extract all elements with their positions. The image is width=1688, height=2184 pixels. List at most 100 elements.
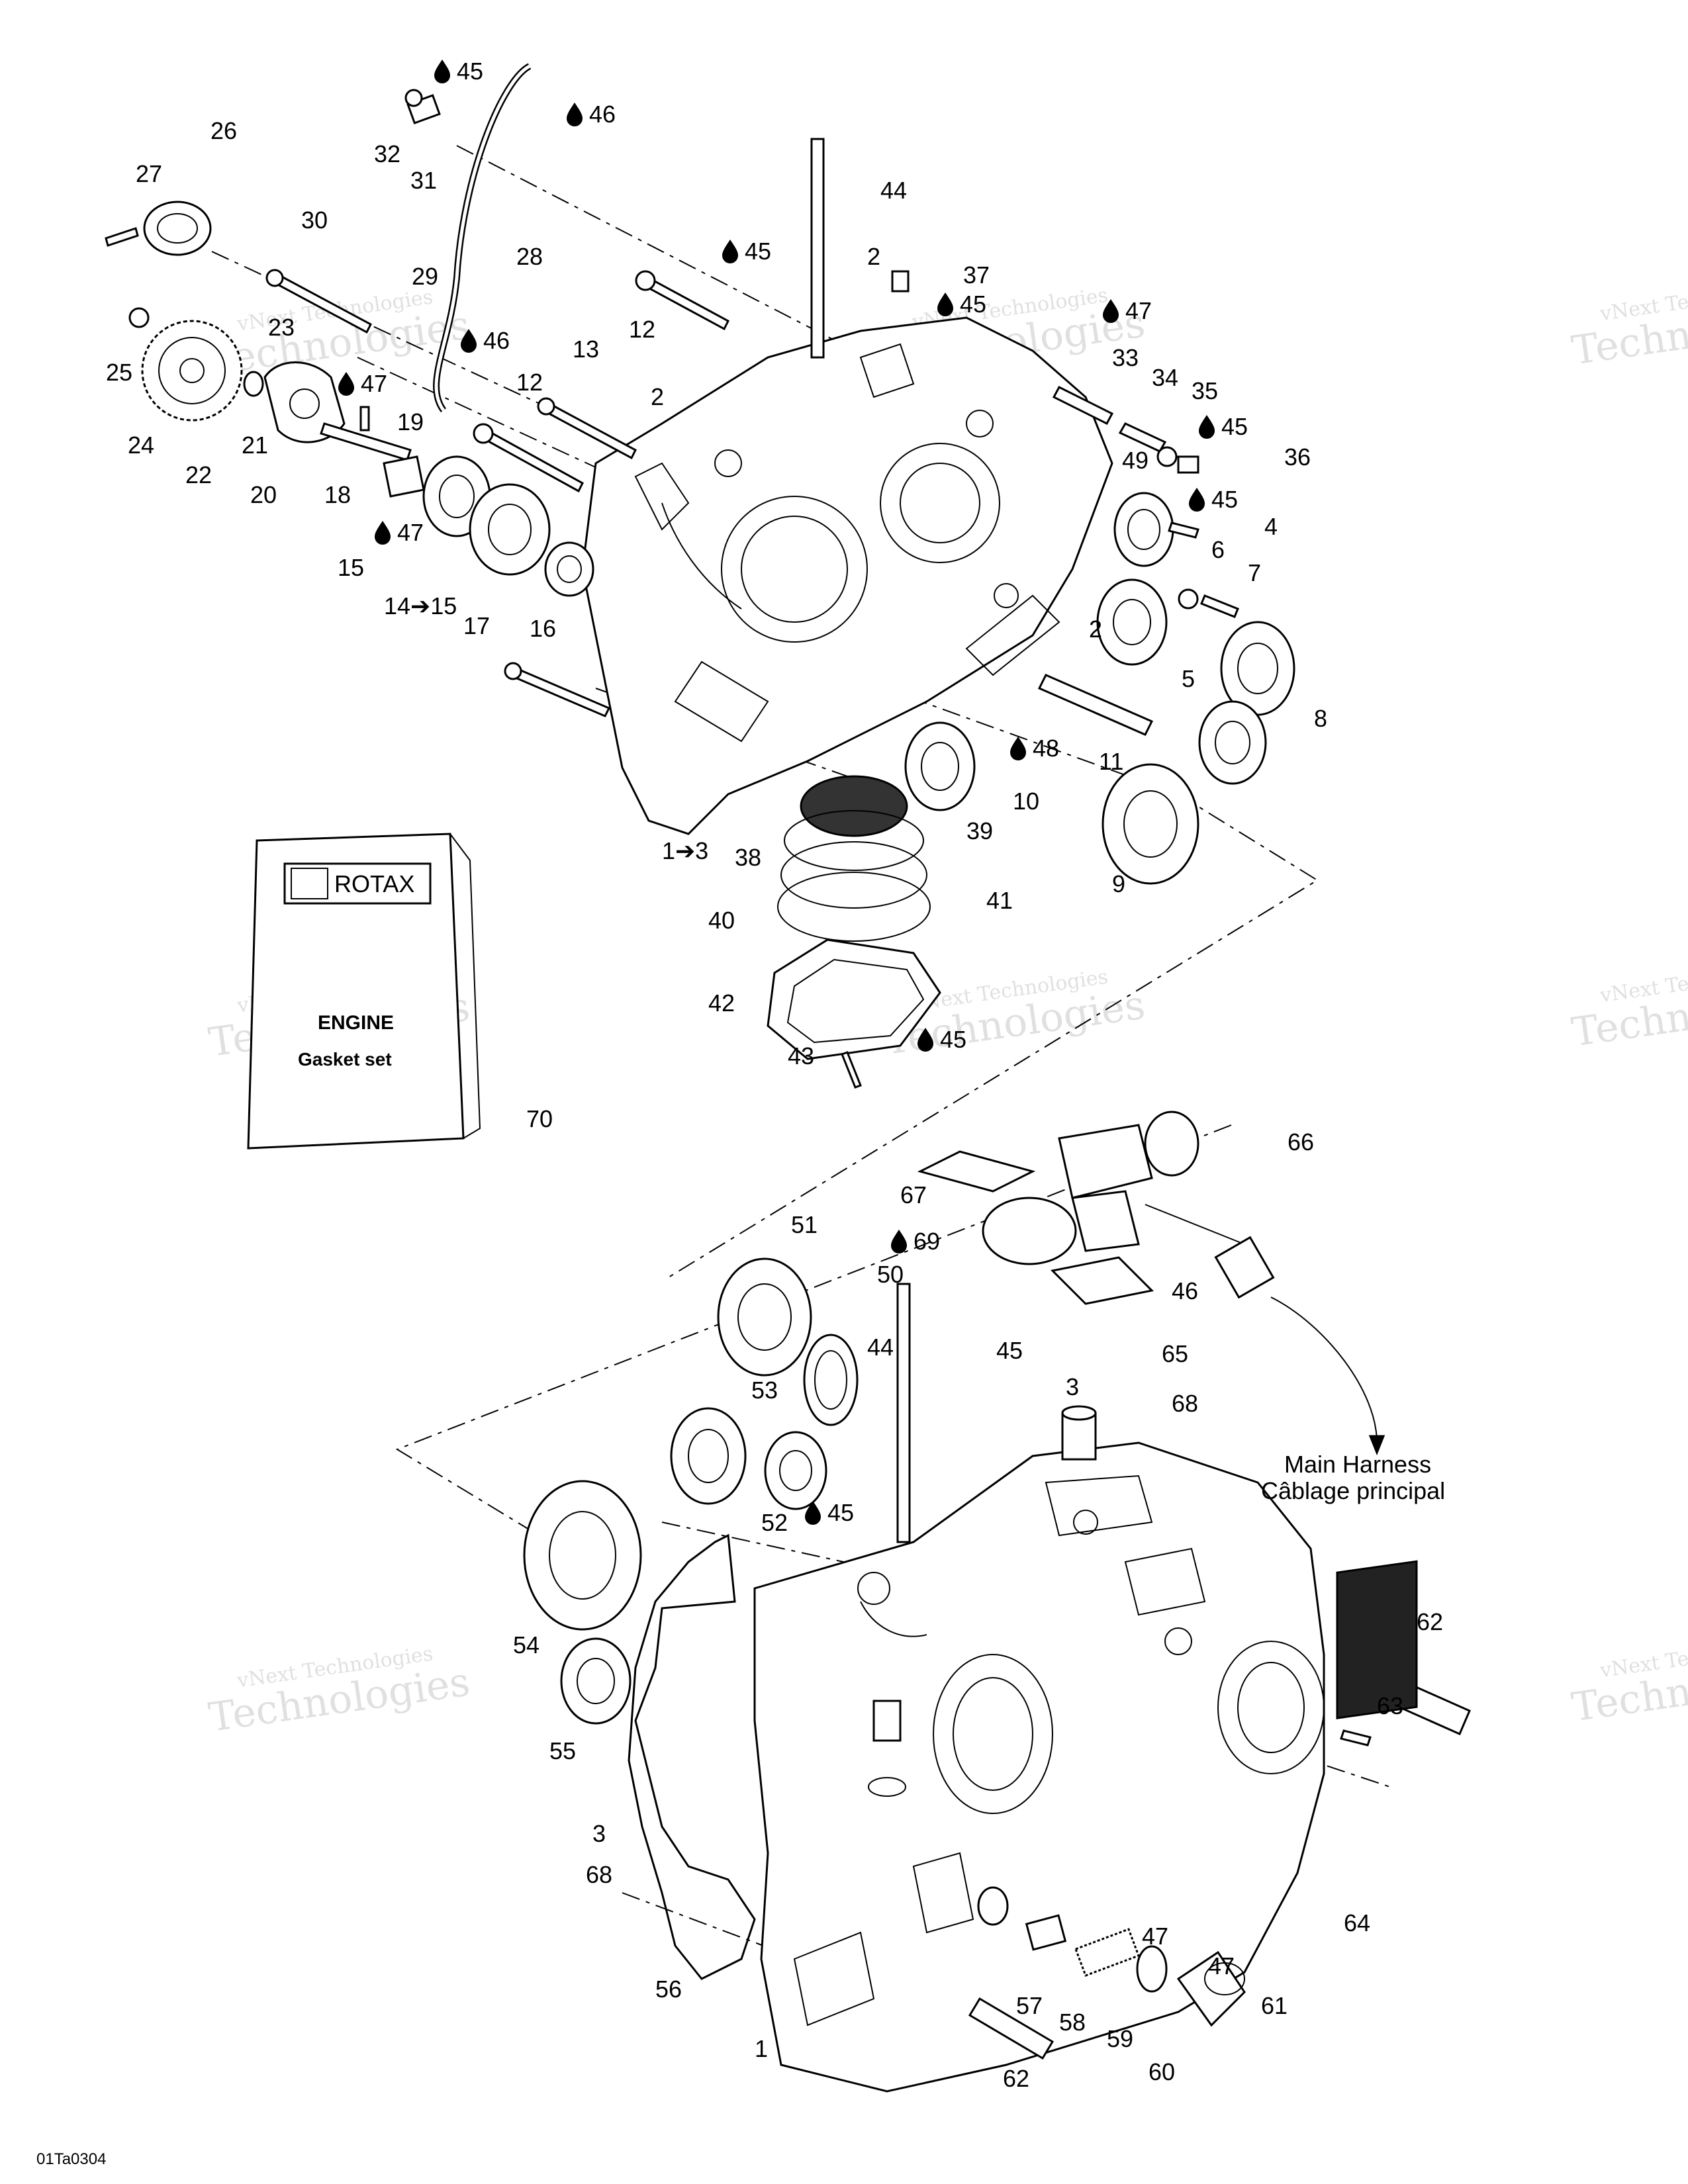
callout-label: 35: [1192, 377, 1218, 404]
callout-label: 66: [1288, 1128, 1314, 1156]
lubricant-code: 47: [1125, 297, 1152, 324]
lubricant-code: 45: [960, 291, 986, 318]
oil-drop-icon: [461, 329, 477, 353]
callout-label: 45: [996, 1337, 1023, 1364]
cover-assembly: [767, 775, 941, 1089]
harness-label-fr: Câblage principal: [1261, 1477, 1445, 1504]
callout-label: 10: [1013, 788, 1039, 815]
callout-label: 56: [655, 1976, 682, 2003]
oil-tube-28-inner: [434, 64, 531, 412]
callout-label: 25: [106, 359, 132, 386]
oil-drop-icon: [1199, 415, 1215, 439]
callout-label: 55: [549, 1737, 576, 1764]
callout-label: 2: [867, 243, 880, 270]
oil-drop-icon: [434, 60, 450, 83]
callout-label: 47: [1208, 1952, 1235, 1979]
callout-label: 39: [966, 817, 993, 844]
oil-drop-icon: [1103, 299, 1119, 323]
callout-label: 50: [877, 1261, 904, 1288]
left-parts: [105, 89, 594, 597]
callout-label: 65: [1162, 1340, 1188, 1367]
lubricant-callout: 45: [937, 291, 986, 318]
lubricant-code: 45: [457, 58, 483, 85]
callout-label: 49: [1122, 447, 1149, 474]
lubricant-callout: 69: [891, 1228, 940, 1255]
callout-label: 3: [1066, 1373, 1079, 1400]
callout-label: 8: [1314, 705, 1327, 732]
gasket-set-70: ROTAX ENGINE Gasket set: [247, 833, 481, 1150]
lubricant-code: 47: [361, 370, 387, 397]
callout-label: 4: [1264, 513, 1278, 540]
callout-label: 58: [1059, 2009, 1086, 2036]
callout-label: 13: [573, 336, 599, 363]
lower-crankcase: [753, 1441, 1325, 2093]
oil-drop-icon: [1189, 488, 1205, 512]
callout-label: 9: [1112, 870, 1125, 897]
callout-label: 46: [1172, 1277, 1198, 1304]
callout-label: 26: [211, 117, 237, 144]
lubricant-code: 45: [745, 238, 771, 265]
callout-label: 33: [1112, 344, 1139, 371]
oil-drop-icon: [937, 293, 953, 316]
lubricant-callout: 47: [1103, 297, 1152, 324]
lubricant-code: 47: [397, 519, 424, 546]
callout-label: 2: [651, 383, 664, 410]
lubricant-code: 46: [589, 101, 616, 128]
lubricant-callout: 47: [338, 370, 387, 397]
oil-drop-icon: [375, 521, 391, 545]
callout-label: 27: [136, 160, 162, 187]
callout-label: 21: [242, 432, 268, 459]
stud-44-upper: [810, 138, 825, 359]
callout-label: 59: [1107, 2025, 1133, 2052]
lubricant-callout: 45: [1199, 413, 1248, 440]
callout-label: 36: [1284, 443, 1311, 471]
callout-label: 1➔3: [662, 837, 708, 864]
callout-label: 51: [791, 1211, 818, 1238]
callout-label: 57: [1016, 1992, 1043, 2019]
callout-label: 64: [1344, 1909, 1370, 1936]
callout-label: 34: [1152, 364, 1178, 391]
oil-drop-icon: [805, 1501, 821, 1525]
callout-label: 61: [1261, 1992, 1288, 2019]
callout-label: 37: [963, 261, 990, 289]
callout-label: 12: [516, 369, 543, 396]
lubricant-code: 45: [1221, 413, 1248, 440]
callout-label: 31: [410, 167, 437, 194]
gasket-subtitle: Gasket set: [298, 1049, 392, 1069]
lubricant-callout: 45: [722, 238, 771, 265]
right-lower-parts: [968, 1560, 1471, 2060]
callout-label: 28: [516, 243, 543, 270]
lubricant-code: 48: [1033, 735, 1059, 762]
oil-drop-icon: [891, 1230, 907, 1253]
callout-label: 43: [788, 1042, 814, 1069]
callout-label: 18: [324, 481, 351, 508]
callout-label: 68: [586, 1861, 612, 1888]
callout-label: 70: [526, 1105, 553, 1132]
callout-label: 20: [250, 481, 277, 508]
lubricant-code: 46: [483, 327, 510, 354]
callout-label: 32: [374, 140, 400, 167]
callout-label: 24: [128, 432, 154, 459]
lubricant-callout: 46: [461, 327, 510, 354]
callout-label: 67: [900, 1181, 927, 1208]
oil-tube-28: [433, 63, 532, 412]
callout-label: 62: [1417, 1608, 1443, 1635]
lubricant-code: 45: [827, 1499, 854, 1526]
callout-label: 40: [708, 907, 735, 934]
harness-label-en: Main Harness: [1284, 1451, 1431, 1478]
figure-code: 01Ta0304: [36, 2150, 106, 2168]
callout-label: 52: [761, 1509, 788, 1536]
lubricant-code: 45: [1211, 486, 1238, 513]
lubricant-callout: 46: [567, 101, 616, 128]
callout-label: 22: [185, 461, 212, 488]
callout-label: 44: [867, 1334, 894, 1361]
oil-drop-icon: [338, 372, 354, 396]
callout-label: 54: [513, 1631, 539, 1659]
callout-label: 12: [629, 316, 655, 343]
callout-label: 42: [708, 989, 735, 1017]
gasket-title: ENGINE: [318, 1012, 394, 1034]
callout-label: 53: [751, 1377, 778, 1404]
lubricant-callout: 45: [434, 58, 483, 85]
